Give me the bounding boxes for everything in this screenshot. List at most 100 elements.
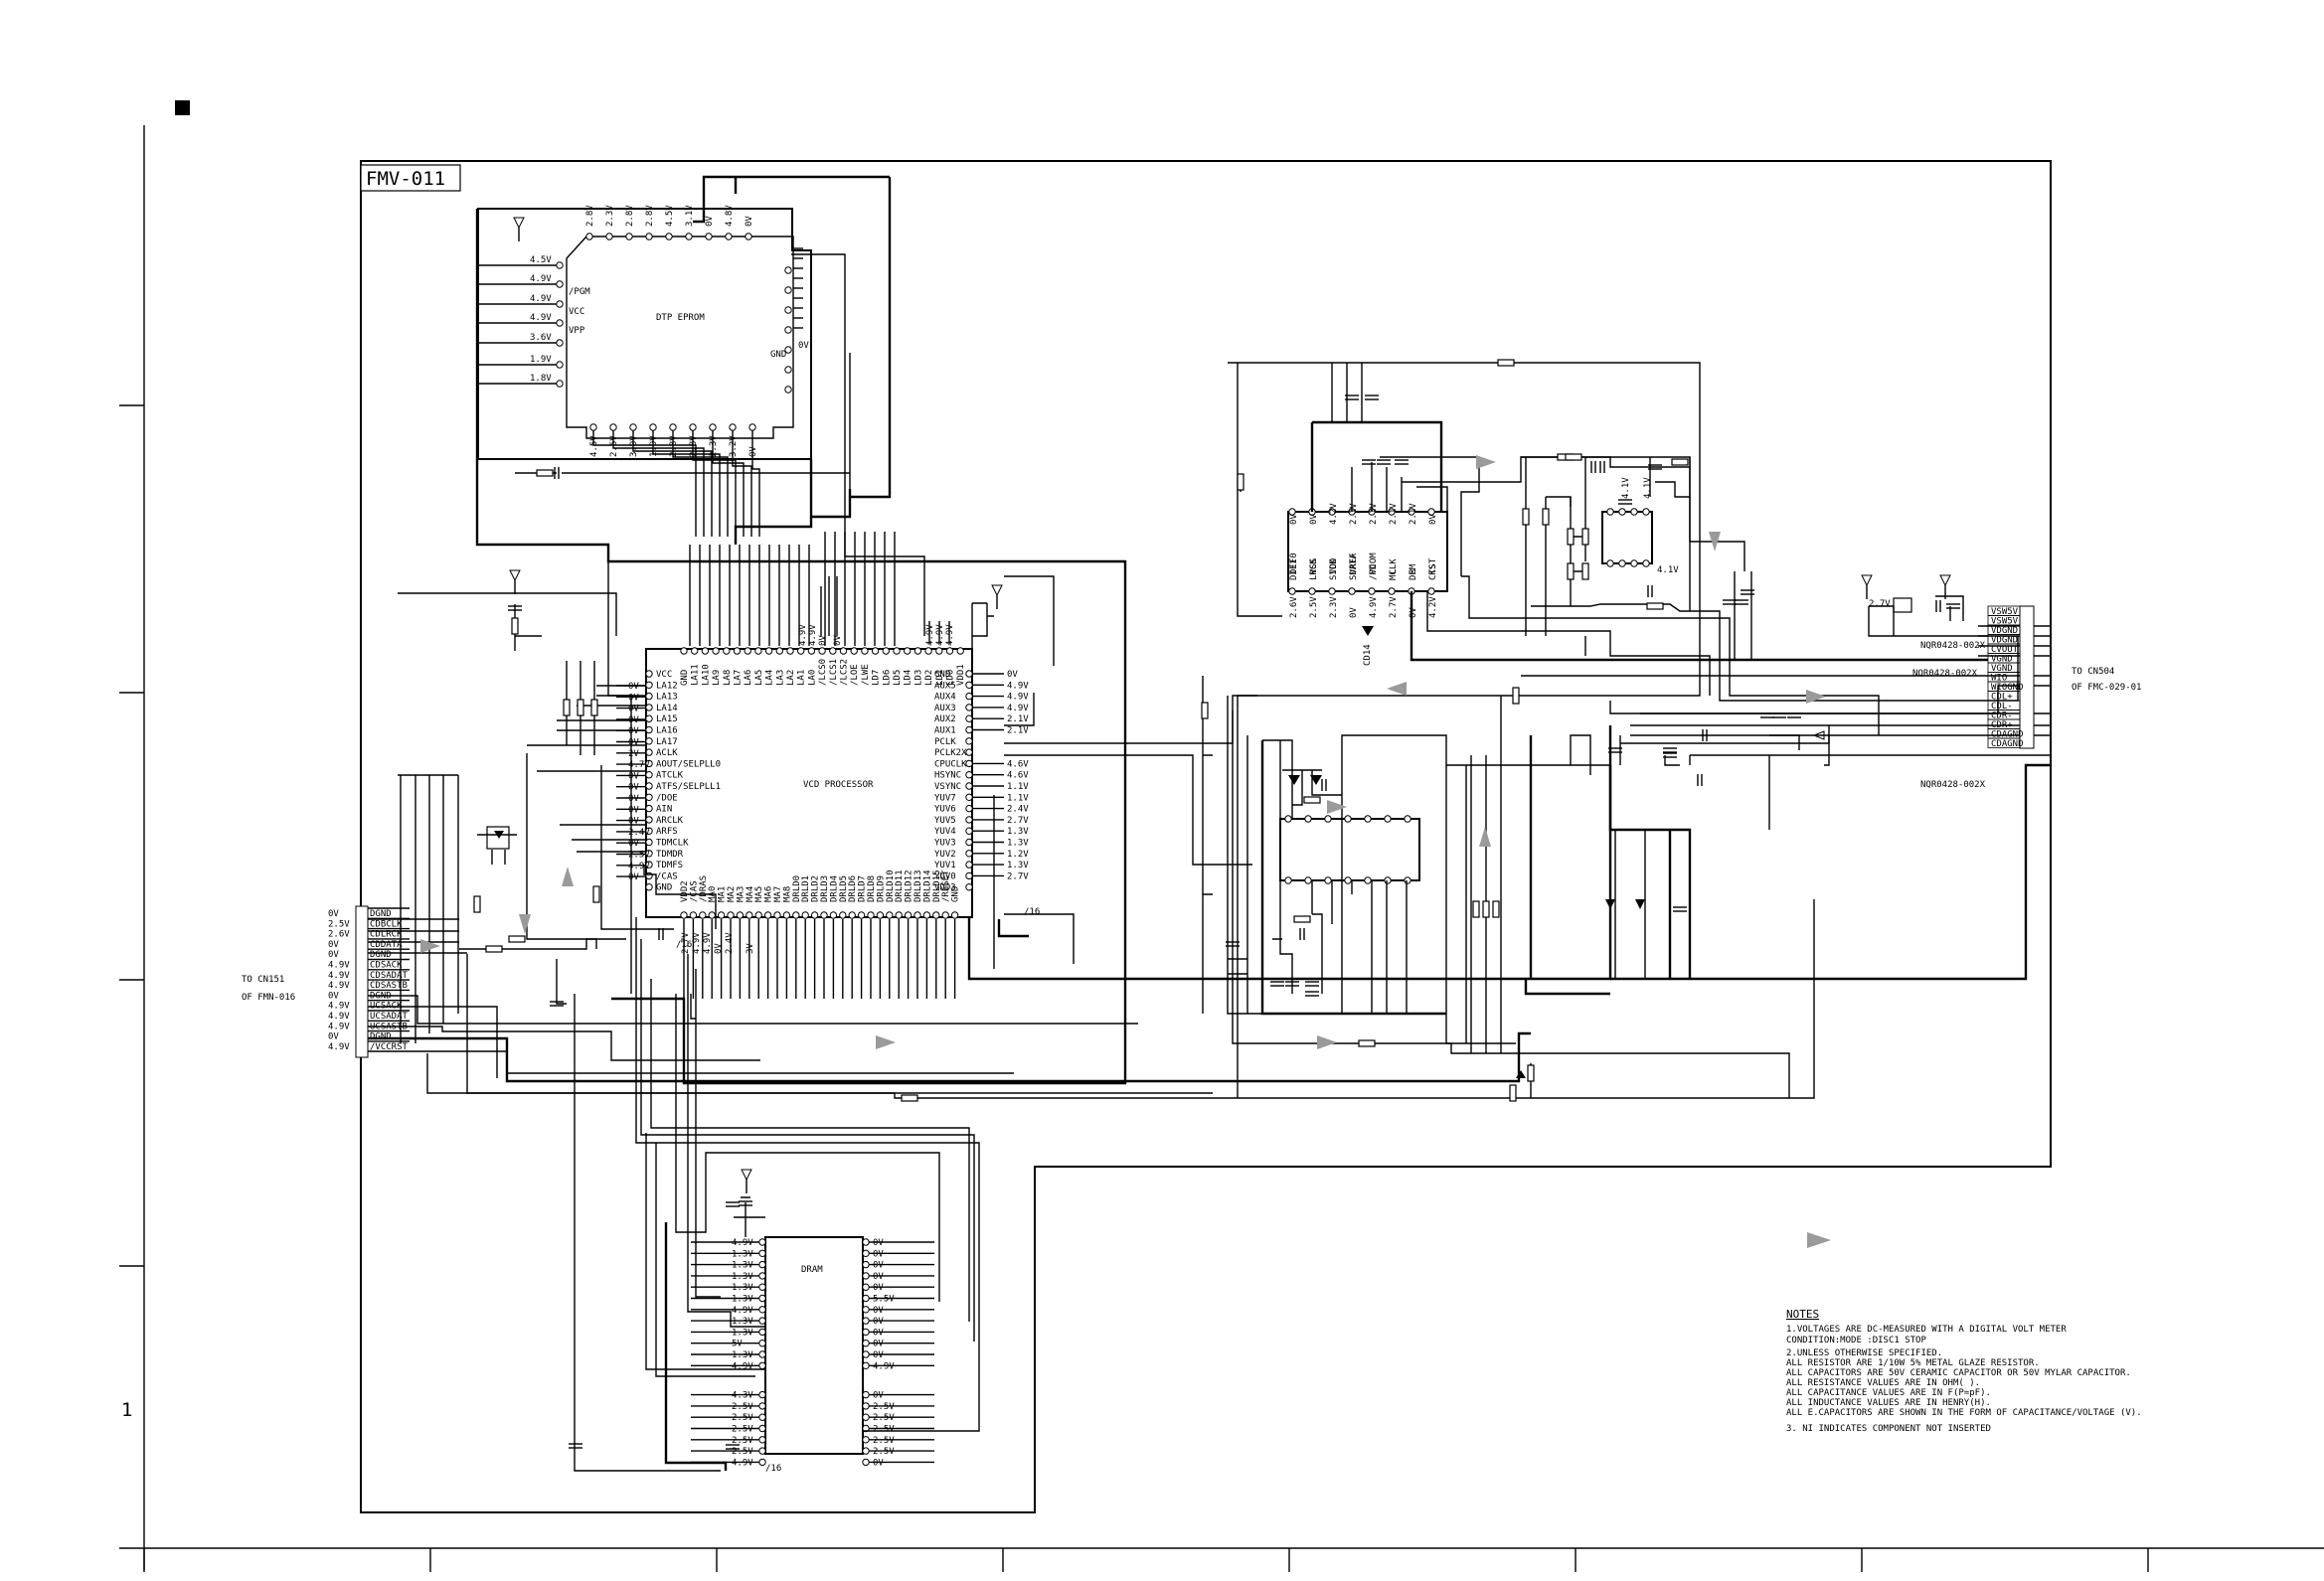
pin <box>689 911 698 919</box>
vcd-left-pin-label: /DOE <box>656 793 678 803</box>
audio-ic-top-pin: VDD <box>1329 558 1339 574</box>
left-connector-voltage: 0V <box>328 940 339 950</box>
vcd-left-voltage: 0V <box>628 738 639 748</box>
vcd-right-pin-label: YUV2 <box>934 850 956 860</box>
pin <box>1308 587 1316 595</box>
pin <box>792 911 800 919</box>
pin <box>748 423 756 431</box>
vcd-left-pin-label: ARCLK <box>656 816 684 826</box>
pin <box>705 233 713 240</box>
pin <box>1324 876 1332 884</box>
dram-bus-label: /16 <box>765 1464 781 1474</box>
vcd-right-pin-label: YUV3 <box>934 839 956 849</box>
vcd-right-voltage: 2.1V <box>1007 726 1029 736</box>
right-connector-pin-label: VSW5V <box>1991 617 2019 627</box>
pin <box>965 871 973 880</box>
pin <box>862 1350 870 1358</box>
dram-right-voltage: 5.5V <box>873 1295 895 1305</box>
left-connector-voltage: 4.9V <box>328 1002 350 1012</box>
eprom-top-voltage: 2.3V <box>605 205 615 227</box>
diode-label: CD14 <box>1363 644 1373 666</box>
pin <box>965 692 973 701</box>
pin <box>717 911 726 919</box>
pin <box>556 319 564 327</box>
audio-ic-top-pin: VSS <box>1309 558 1319 574</box>
vcd-right-pins: GNDAUX5AUX4AUX3AUX2AUX1PCLKPCLK2XCPUCLKH… <box>934 670 1029 893</box>
right-connector-pin-label: WIO <box>1991 674 2007 684</box>
pin <box>645 793 653 801</box>
pin <box>965 714 973 722</box>
opamp-ic: 4.1V 4.1V 4.1V <box>1601 477 1679 575</box>
audio-ic-top-voltage: 2.1V <box>1349 503 1359 525</box>
vcd-bottom-pin-label: DRLD4 <box>829 875 839 902</box>
dram-right-voltage: 0V <box>873 1340 884 1349</box>
pin <box>645 816 653 824</box>
eprom-right-pins <box>784 266 792 394</box>
dram-title: DRAM <box>801 1265 823 1275</box>
pin <box>758 1328 766 1337</box>
vcd-bottom-pin-label: DRLD1 <box>801 875 811 902</box>
pin <box>829 911 838 919</box>
audio-ic-top-pin: R <box>1409 568 1418 574</box>
right-connector-pin-label: VSW5V <box>1991 607 2019 617</box>
pin <box>589 423 597 431</box>
vcd-top-pin-label: /LCS1 <box>829 659 839 686</box>
left-connector-to-label: TO CN151 <box>242 975 284 985</box>
vcd-right-pin-label: VSYNC <box>934 782 961 792</box>
pin <box>862 1260 870 1269</box>
components: CD14 2.7V <box>473 217 1960 1450</box>
dram-left-pins: 4.9V1.3V1.3V1.3V1.3V1.3V4.9V1.3V1.3V5V1.… <box>732 1238 766 1468</box>
vcd-left-pin-label: ACLK <box>656 748 678 758</box>
board-outline: FMV-011 <box>360 160 2052 1513</box>
vcd-right-voltage: 1.2V <box>1007 850 1029 860</box>
vcd-right-pin-label: CPUCLK <box>934 759 967 769</box>
vcd-bottom-pin-label: MA7 <box>773 886 783 902</box>
pin <box>862 1249 870 1258</box>
vcd-top-pin-label: /LCS2 <box>840 659 850 686</box>
vcd-left-voltage: 4.7V <box>628 760 650 770</box>
left-connector-pin-label: CDSACK <box>370 961 403 971</box>
vcd-right-pin-label: YUV5 <box>934 816 956 826</box>
right-connector-pin-label: CDR- <box>1991 711 2013 721</box>
pin <box>556 300 564 308</box>
eprom-bottom-voltage: 3.0V <box>629 435 639 457</box>
pin <box>882 647 890 655</box>
pin <box>1344 815 1352 823</box>
transistor-voltage: 2.7V <box>1869 599 1891 609</box>
dram-left-voltage: 1.3V <box>732 1328 753 1338</box>
left-connector-voltage: 2.5V <box>328 919 350 929</box>
pin <box>709 423 717 431</box>
vcd-bottom-pin-label: MA4 <box>746 886 755 902</box>
pin <box>1344 876 1352 884</box>
left-connector-pin-label: DGND <box>370 950 392 960</box>
pin <box>1404 815 1411 823</box>
pin <box>645 871 653 880</box>
pin <box>758 1306 766 1314</box>
pin <box>862 1340 870 1347</box>
vcd-right-voltage: 1.3V <box>1007 861 1029 870</box>
pin <box>922 911 931 919</box>
pin <box>1328 587 1336 595</box>
pin <box>746 911 753 919</box>
pin <box>848 911 856 919</box>
left-connector-pins: DGND0VCDBCLK2.5VCDLRCK2.6VCDDATA0VDGND0V… <box>328 907 410 1052</box>
right-connector-pin-label: VDGND <box>1991 626 2018 636</box>
pin <box>556 339 564 347</box>
vcd-left-pins: VCCLA12LA13LA14LA15LA16LA17ACLKAOUT/SELP… <box>616 670 721 893</box>
vcd-left-voltage: 0V <box>628 794 639 804</box>
pin <box>758 1249 766 1258</box>
audio-ic-top-voltage: 2.1V <box>1369 503 1379 525</box>
eprom-gnd-voltage: 0V <box>798 341 809 351</box>
dram-left-voltage: 5V <box>732 1340 743 1349</box>
pin <box>965 748 973 756</box>
vcd-right-voltage: 4.6V <box>1007 771 1029 781</box>
dram-left-voltage: 1.3V <box>732 1350 753 1360</box>
dram-right-voltage: 0V <box>873 1283 884 1293</box>
vcd-left-pin-label: ATCLK <box>656 771 684 781</box>
opamp-voltage-b: 4.1V <box>1643 477 1653 499</box>
pin <box>965 850 973 858</box>
vcd-bottom-voltage: 3V <box>746 943 755 954</box>
pin <box>625 233 633 240</box>
pin <box>680 647 688 655</box>
